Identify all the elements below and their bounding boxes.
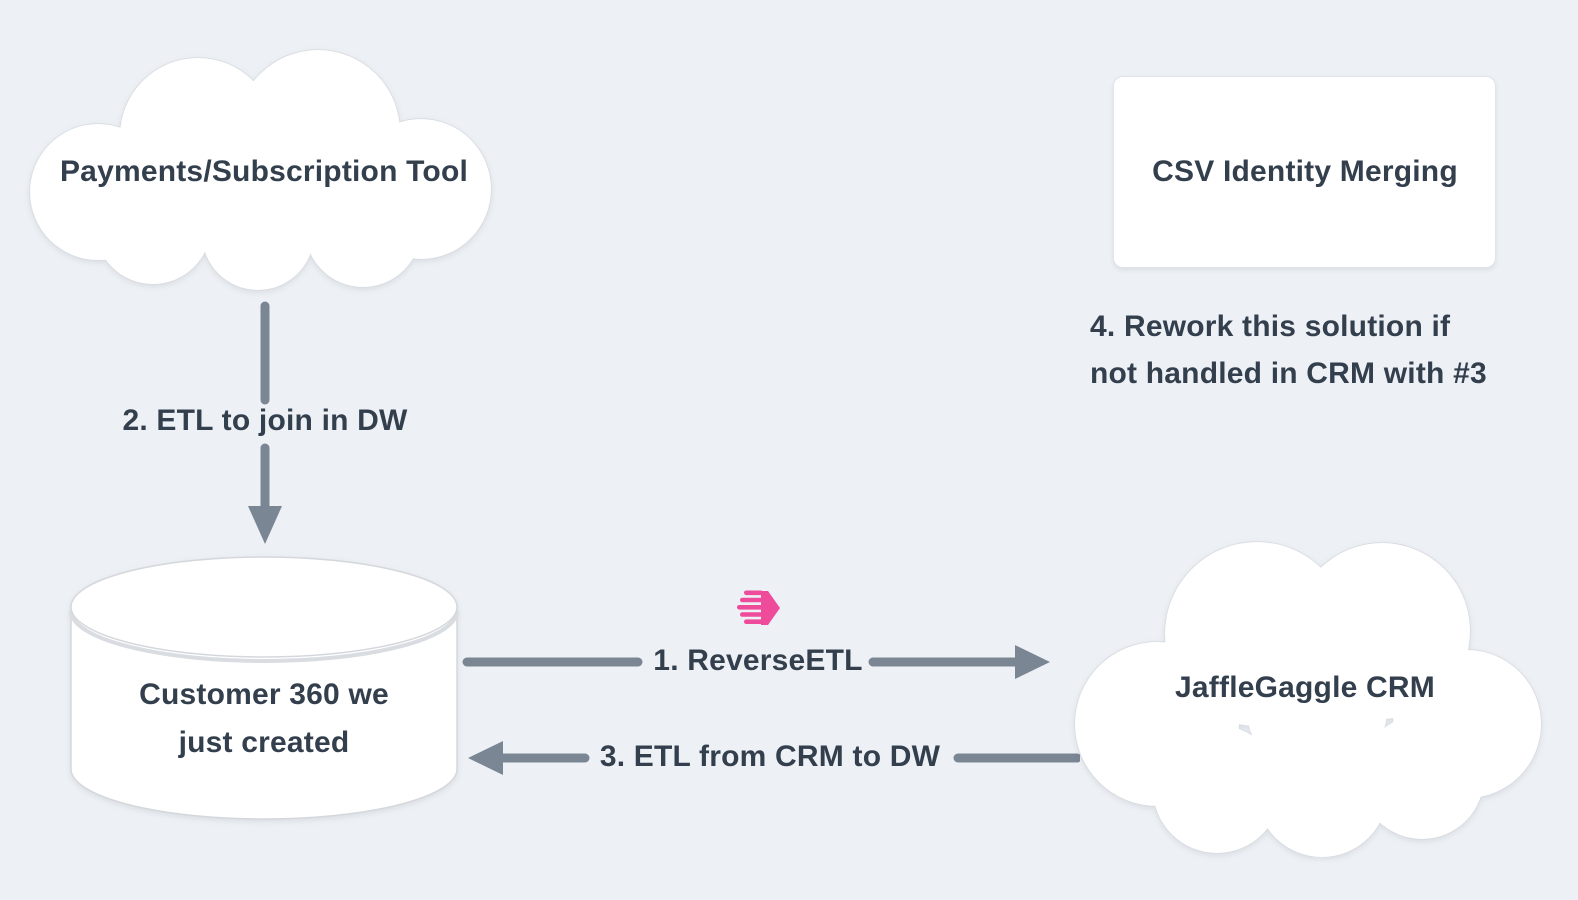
arrow-reverse-etl-label: 1. ReverseETL	[653, 644, 863, 677]
arrow-etl-from-crm-label: 3. ETL from CRM to DW	[599, 740, 941, 773]
rework-note: 4. Rework this solution if not handled i…	[1090, 303, 1487, 397]
hightouch-logo-icon	[737, 590, 780, 625]
payments-cloud-shape	[29, 49, 492, 291]
payments-cloud-label: Payments/Subscription Tool	[59, 155, 469, 188]
csv-identity-merging-label: CSV Identity Merging	[1152, 155, 1458, 188]
rework-note-line2: not handled in CRM with #3	[1090, 357, 1487, 390]
arrow-etl-to-dw	[248, 301, 282, 544]
csv-identity-merging-rect	[1113, 76, 1496, 268]
arrow-reverse-etl	[462, 645, 1050, 679]
arrow-etl-from-crm	[468, 741, 1080, 775]
arrow-etl-to-dw-label: 2. ETL to join in DW	[122, 404, 408, 437]
crm-cloud-shape	[1074, 541, 1542, 857]
customer-360-db-label-line1: Customer 360 we	[139, 678, 389, 711]
customer-360-db-shape	[69, 556, 459, 820]
customer-360-db-label-line2: just created	[178, 726, 350, 759]
rework-note-line1: 4. Rework this solution if	[1090, 310, 1451, 343]
crm-cloud-label: JaffleGaggle CRM	[1175, 671, 1435, 704]
customer-360-db-label: Customer 360 we just created	[139, 671, 389, 767]
